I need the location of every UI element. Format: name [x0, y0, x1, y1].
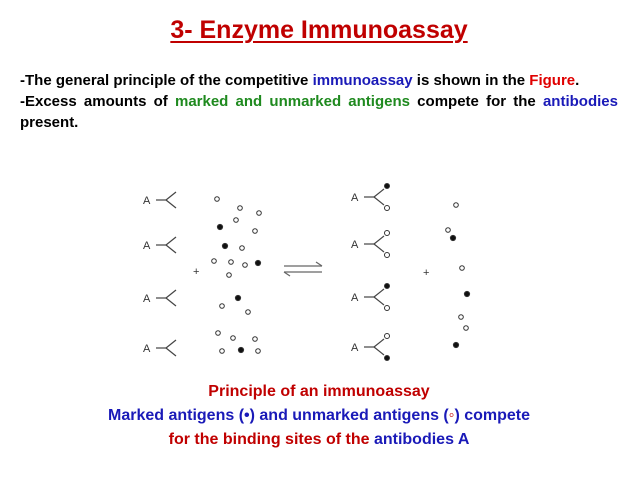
marked-antigen — [452, 341, 460, 349]
antibody-arm — [373, 188, 385, 198]
antibody-label: A — [143, 195, 151, 207]
unmarked-antigen — [252, 228, 258, 234]
antibody-arm — [373, 296, 385, 306]
antibody-arm — [373, 243, 385, 253]
highlight-antibodies: antibodies — [542, 93, 618, 110]
antibody-label: A — [143, 343, 151, 355]
antibody-label: A — [351, 239, 359, 251]
marked-antigen — [237, 346, 245, 354]
antibody-label: A — [351, 192, 359, 204]
highlight-figure: Figure — [529, 72, 576, 89]
free-antibodies: A A A A — [143, 191, 177, 357]
unmarked-antigen — [226, 272, 232, 278]
text-segment: Marked antigens (•) and unmarked antigen… — [107, 407, 449, 424]
marked-antigen — [449, 234, 457, 242]
antibody-arm — [165, 339, 177, 349]
text-segment: present. — [20, 114, 79, 131]
antibody-arm — [373, 196, 385, 206]
text-segment: . — [575, 72, 580, 89]
unmarked-antigen — [384, 205, 390, 211]
unmarked-antigen — [239, 245, 245, 251]
unmarked-symbol: ◦ — [448, 407, 455, 424]
paragraph-principle: -The general principle of the competitiv… — [20, 70, 618, 91]
left-antigen-cloud — [211, 196, 262, 354]
figure-caption: Principle of an immunoassay Marked antig… — [0, 380, 638, 452]
antibody-arm — [165, 347, 177, 357]
marked-antigen — [216, 223, 224, 231]
highlight-immunoassay: immunoassay — [312, 72, 413, 89]
highlight-antigens: marked and unmarked antigens — [174, 93, 410, 110]
antibody-arm — [165, 289, 177, 299]
unmarked-antigen — [445, 227, 451, 233]
antibody-arm — [373, 288, 385, 298]
slide-title: 3- Enzyme Immunoassay — [170, 16, 468, 44]
antibody-arm — [165, 191, 177, 201]
unmarked-antigen — [384, 252, 390, 258]
unmarked-antigen — [252, 336, 258, 342]
antibody-label: A — [351, 342, 359, 354]
antibody-arm — [373, 346, 385, 356]
text-segment: for the binding sites of the — [168, 431, 374, 448]
unmarked-antigen — [215, 330, 221, 336]
antibody-arm — [165, 297, 177, 307]
marked-antigen — [221, 242, 229, 250]
caption-line-2: Marked antigens (•) and unmarked antigen… — [0, 404, 638, 428]
unmarked-antigen — [242, 262, 248, 268]
caption-line-3: for the binding sites of the antibodies … — [0, 428, 638, 452]
unmarked-antigen — [384, 333, 390, 339]
antibody-arm — [165, 244, 177, 254]
text-segment: compete for the — [409, 93, 543, 110]
unmarked-antigen — [230, 335, 236, 341]
text-segment: ) compete — [454, 407, 531, 424]
unmarked-antigen — [384, 305, 390, 311]
highlight-antibodies-a: antibodies A — [373, 431, 470, 448]
marked-antigen — [254, 259, 262, 267]
marked-antigen — [463, 290, 471, 298]
unmarked-antigen — [256, 210, 262, 216]
antibody-label: A — [143, 240, 151, 252]
marked-antigen — [234, 294, 242, 302]
marked-antigen — [384, 183, 390, 189]
unmarked-antigen — [219, 303, 225, 309]
antibody-arm — [165, 236, 177, 246]
unmarked-antigen — [219, 348, 225, 354]
unmarked-antigen — [237, 205, 243, 211]
text-segment: -Excess amounts of — [20, 93, 175, 110]
unmarked-antigen — [459, 265, 465, 271]
right-antigen-cloud — [445, 202, 471, 349]
unmarked-antigen — [458, 314, 464, 320]
plus-sign-right: + — [423, 267, 429, 279]
unmarked-antigen — [463, 325, 469, 331]
marked-antigen — [384, 355, 390, 361]
antibody-arm — [373, 235, 385, 245]
bound-antibodies: A A A A — [351, 183, 390, 361]
paragraph-excess: -Excess amounts of marked and unmarked a… — [20, 91, 618, 133]
text-segment: is shown in the — [412, 72, 530, 89]
unmarked-antigen — [245, 309, 251, 315]
equilibrium-arrows — [283, 261, 323, 277]
text-segment: -The general principle of the competitiv… — [20, 72, 313, 89]
unmarked-antigen — [453, 202, 459, 208]
unmarked-antigen — [214, 196, 220, 202]
unmarked-antigen — [228, 259, 234, 265]
antibody-arm — [373, 338, 385, 348]
body-text: -The general principle of the competitiv… — [20, 70, 618, 133]
plus-sign-left: + — [193, 266, 199, 278]
caption-heading: Principle of an immunoassay — [208, 383, 430, 400]
antibody-label: A — [143, 293, 151, 305]
antibody-arm — [165, 199, 177, 209]
antibody-label: A — [351, 292, 359, 304]
unmarked-antigen — [255, 348, 261, 354]
unmarked-antigen — [233, 217, 239, 223]
marked-antigen — [384, 283, 390, 289]
unmarked-antigen — [211, 258, 217, 264]
unmarked-antigen — [384, 230, 390, 236]
